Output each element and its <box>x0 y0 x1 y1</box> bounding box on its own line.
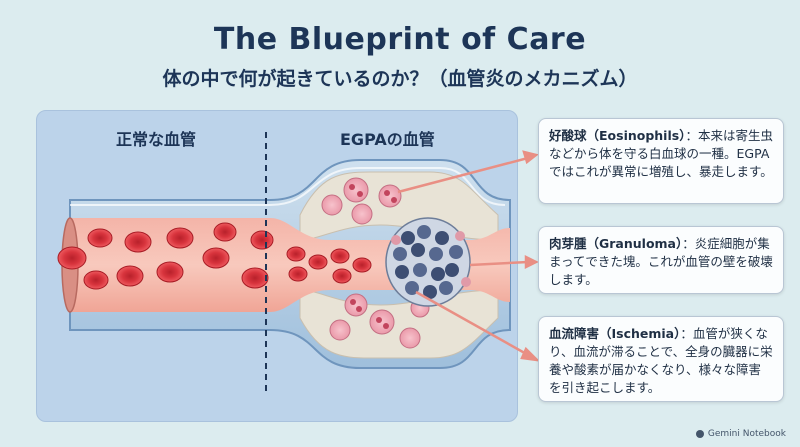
eosinophil <box>344 293 368 317</box>
red-blood-cell <box>250 230 274 250</box>
callout-eosinophils: 好酸球（Eosinophils）：本来は寄生虫などから体を守る白血球の一種。EG… <box>538 118 784 204</box>
red-blood-cell <box>87 228 113 248</box>
callout-term: 血流障害（Ischemia） <box>549 326 681 341</box>
brand-label: Gemini Notebook <box>707 429 786 439</box>
red-blood-cell <box>352 257 372 273</box>
eosinophil <box>343 177 369 203</box>
ischemia-arrow <box>415 290 531 358</box>
red-blood-cell <box>202 247 230 269</box>
red-blood-cell <box>166 227 194 249</box>
egpa-vessel-label: EGPAの血管 <box>340 130 435 149</box>
red-blood-cell <box>288 266 308 282</box>
eosinophil <box>378 184 402 208</box>
red-blood-cell <box>83 270 109 290</box>
callout-term: 肉芽腫（Granuloma） <box>549 236 683 251</box>
red-blood-cell <box>241 267 269 289</box>
red-blood-cell <box>332 268 352 284</box>
eosinophil <box>399 327 421 349</box>
page-title: The Blueprint of Care <box>213 22 587 57</box>
callout-ischemia: 血流障害（Ischemia）：血管が狭くなり、血流が滞ることで、全身の臓器に栄養… <box>538 316 784 402</box>
callout-text: ：血管が狭くなり、血流が滞ることで、全身の臓器に栄養や酸素が届かなくなり、様々な… <box>549 326 773 395</box>
page-subtitle: 体の中で何が起きているのか？（血管炎のメカニズム） <box>162 68 638 90</box>
granuloma <box>385 217 471 307</box>
red-blood-cell <box>156 261 184 283</box>
callout-arrows <box>397 150 541 362</box>
eosinophil <box>329 319 351 341</box>
callout-text: ：本来は寄生虫などから体を守る白血球の一種。EGPAではこれが異常に増殖し、暴走… <box>549 128 773 179</box>
red-blood-cell <box>124 231 152 253</box>
red-blood-cells <box>57 222 274 290</box>
normal-vessel-label: 正常な血管 <box>116 130 197 149</box>
callout-text: ：炎症細胞が集まってできた塊。これが血管の壁を破壊します。 <box>549 236 773 287</box>
eosinophil <box>321 194 343 216</box>
eosinophil <box>351 203 373 225</box>
compressed-blood-cells <box>286 246 372 284</box>
brand-watermark: Gemini Notebook <box>695 429 786 439</box>
eosinophil <box>369 309 395 335</box>
red-blood-cell <box>286 246 306 262</box>
brand-icon <box>695 430 704 438</box>
red-blood-cell <box>330 248 350 264</box>
granuloma-arrow <box>469 260 529 267</box>
callout-granuloma: 肉芽腫（Granuloma）：炎症細胞が集まってできた塊。これが血管の壁を破壊し… <box>538 226 784 294</box>
red-blood-cell <box>116 265 144 287</box>
callout-term: 好酸球（Eosinophils） <box>549 128 686 143</box>
red-blood-cell <box>57 246 87 270</box>
red-blood-cell <box>213 222 237 242</box>
eosinophil-arrow <box>397 156 529 194</box>
red-blood-cell <box>308 254 328 270</box>
